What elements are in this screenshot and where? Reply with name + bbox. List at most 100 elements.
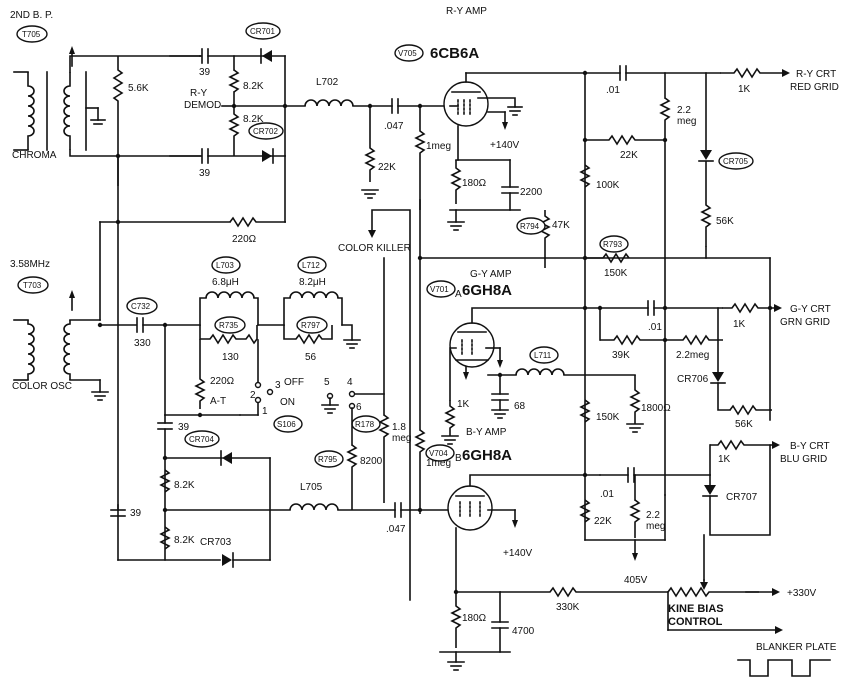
cr707-diode: [704, 485, 716, 495]
cr704-diode: [222, 452, 232, 464]
by-crt-label-2: BLU GRID: [780, 454, 827, 465]
r1k-b-label: 1K: [733, 319, 746, 330]
c39c-label: 39: [178, 422, 190, 433]
gy-crt-label-1: G-Y CRT: [790, 304, 831, 315]
c330-label: 330: [134, 338, 151, 349]
r22meg-a1-label: 2.2: [677, 105, 691, 116]
r180-a-label: 180Ω: [462, 178, 487, 189]
v705-label: V705: [398, 49, 417, 58]
c39b-label: 39: [199, 168, 211, 179]
l705-inductor: [289, 503, 339, 511]
l703-inductor: [205, 291, 255, 299]
switch-pos-4: 4: [347, 377, 353, 388]
l712-badge: [297, 256, 327, 274]
r22k-a-label: 22K: [378, 162, 396, 173]
r797-label: R797: [301, 321, 321, 330]
v704-sub: B: [455, 453, 462, 464]
switch-pos-2: 2: [250, 390, 256, 401]
r47k-label: 47K: [552, 220, 570, 231]
by-amp-label: B-Y AMP: [466, 427, 507, 438]
tube-6gh8a-a-label: 6GH8A: [462, 282, 512, 299]
r-8-2k-a-label: 8.2K: [243, 81, 264, 92]
t703-badge: [17, 276, 49, 294]
c4700-label: 4700: [512, 626, 535, 637]
l703-badge: [211, 256, 241, 274]
r22meg-a2-label: meg: [677, 116, 696, 127]
color-killer-label: COLOR KILLER: [338, 243, 411, 254]
r150k-b-label: 150K: [596, 412, 620, 423]
r22meg-c1-label: 2.2: [646, 510, 660, 521]
cr705-badge: [718, 152, 754, 170]
l711-badge: [529, 346, 559, 364]
l712-label: L712: [302, 261, 320, 270]
c01-a-label: .01: [606, 85, 620, 96]
r795-badge: [314, 450, 344, 468]
s106-label: S106: [277, 420, 296, 429]
cr704-label: CR704: [189, 435, 214, 444]
kine-bias-label-2: CONTROL: [668, 616, 723, 628]
l712-value: 8.2μH: [299, 277, 326, 288]
cr702-diode: [262, 150, 272, 162]
kine-bias-label-1: KINE BIAS: [668, 603, 724, 615]
c732-badge: [126, 297, 158, 315]
r178-label: R178: [355, 420, 375, 429]
blanker-waveform: [737, 659, 831, 677]
switch-pos-1: 1: [262, 406, 268, 417]
second-bp-label: 2ND B. P.: [10, 10, 53, 21]
r1k-c-label: 1K: [457, 399, 470, 410]
r22meg-b-label: 2.2meg: [676, 350, 709, 361]
chroma-label: CHROMA: [12, 150, 57, 161]
r18meg-label-2: meg: [392, 433, 411, 444]
v705-badge: [394, 44, 424, 62]
s106-badge: [273, 415, 303, 433]
r797-badge: [296, 316, 328, 334]
t705-label: T705: [22, 30, 41, 39]
switch-off-label: OFF: [284, 377, 304, 388]
cr701-diode: [262, 50, 272, 62]
r794-badge: [516, 217, 546, 235]
gy-amp-label: G-Y AMP: [470, 269, 512, 280]
c047a-label: .047: [384, 121, 404, 132]
cr702-label: CR702: [253, 127, 278, 136]
r22k-c-label: 22K: [594, 516, 612, 527]
plus140-b-label: +140V: [503, 548, 533, 559]
r1meg-b-label: 1meg: [426, 458, 451, 469]
r56-label: 56: [305, 352, 317, 363]
cr705-label: CR705: [723, 157, 748, 166]
r22meg-c2-label: meg: [646, 521, 665, 532]
r56k-b-label: 56K: [735, 419, 753, 430]
l703-label: L703: [216, 261, 234, 270]
r1k-a-label: 1K: [738, 84, 751, 95]
by-crt-label-1: B-Y CRT: [790, 441, 830, 452]
v704-badge: [425, 444, 455, 462]
r793-badge: [599, 235, 629, 253]
r8200-label: 8200: [360, 456, 383, 467]
cr707-label: CR707: [726, 492, 758, 503]
r-8-2k-b-label: 8.2K: [243, 114, 264, 125]
v701-badge: [426, 280, 456, 298]
ry-demod-label-1: R-Y: [190, 88, 208, 99]
t703-label: T703: [23, 281, 42, 290]
ry-crt-label-1: R-Y CRT: [796, 69, 836, 80]
at-label: A-T: [210, 396, 226, 407]
switch-pos-6: 6: [356, 402, 362, 413]
cr706-diode: [712, 372, 724, 382]
r56k-a-label: 56K: [716, 216, 734, 227]
r130-label: 130: [222, 352, 239, 363]
c39d-label: 39: [130, 508, 142, 519]
t705-transformer: [13, 46, 75, 151]
cr701-label: CR701: [250, 27, 275, 36]
ry-demod-label-2: DEMOD: [184, 100, 221, 111]
cr702-badge: [248, 122, 284, 140]
c01-c-label: .01: [600, 489, 614, 500]
r735-badge: [214, 316, 246, 334]
r220-a-label: 220Ω: [232, 234, 257, 245]
r180-b-label: 180Ω: [462, 613, 487, 624]
t705-badge: [16, 25, 48, 43]
c01-b-label: .01: [648, 322, 662, 333]
blanker-plate-label: BLANKER PLATE: [756, 642, 837, 653]
l702-inductor: [304, 99, 354, 107]
t703-transformer: [13, 290, 75, 381]
v705-tube: [443, 81, 489, 127]
